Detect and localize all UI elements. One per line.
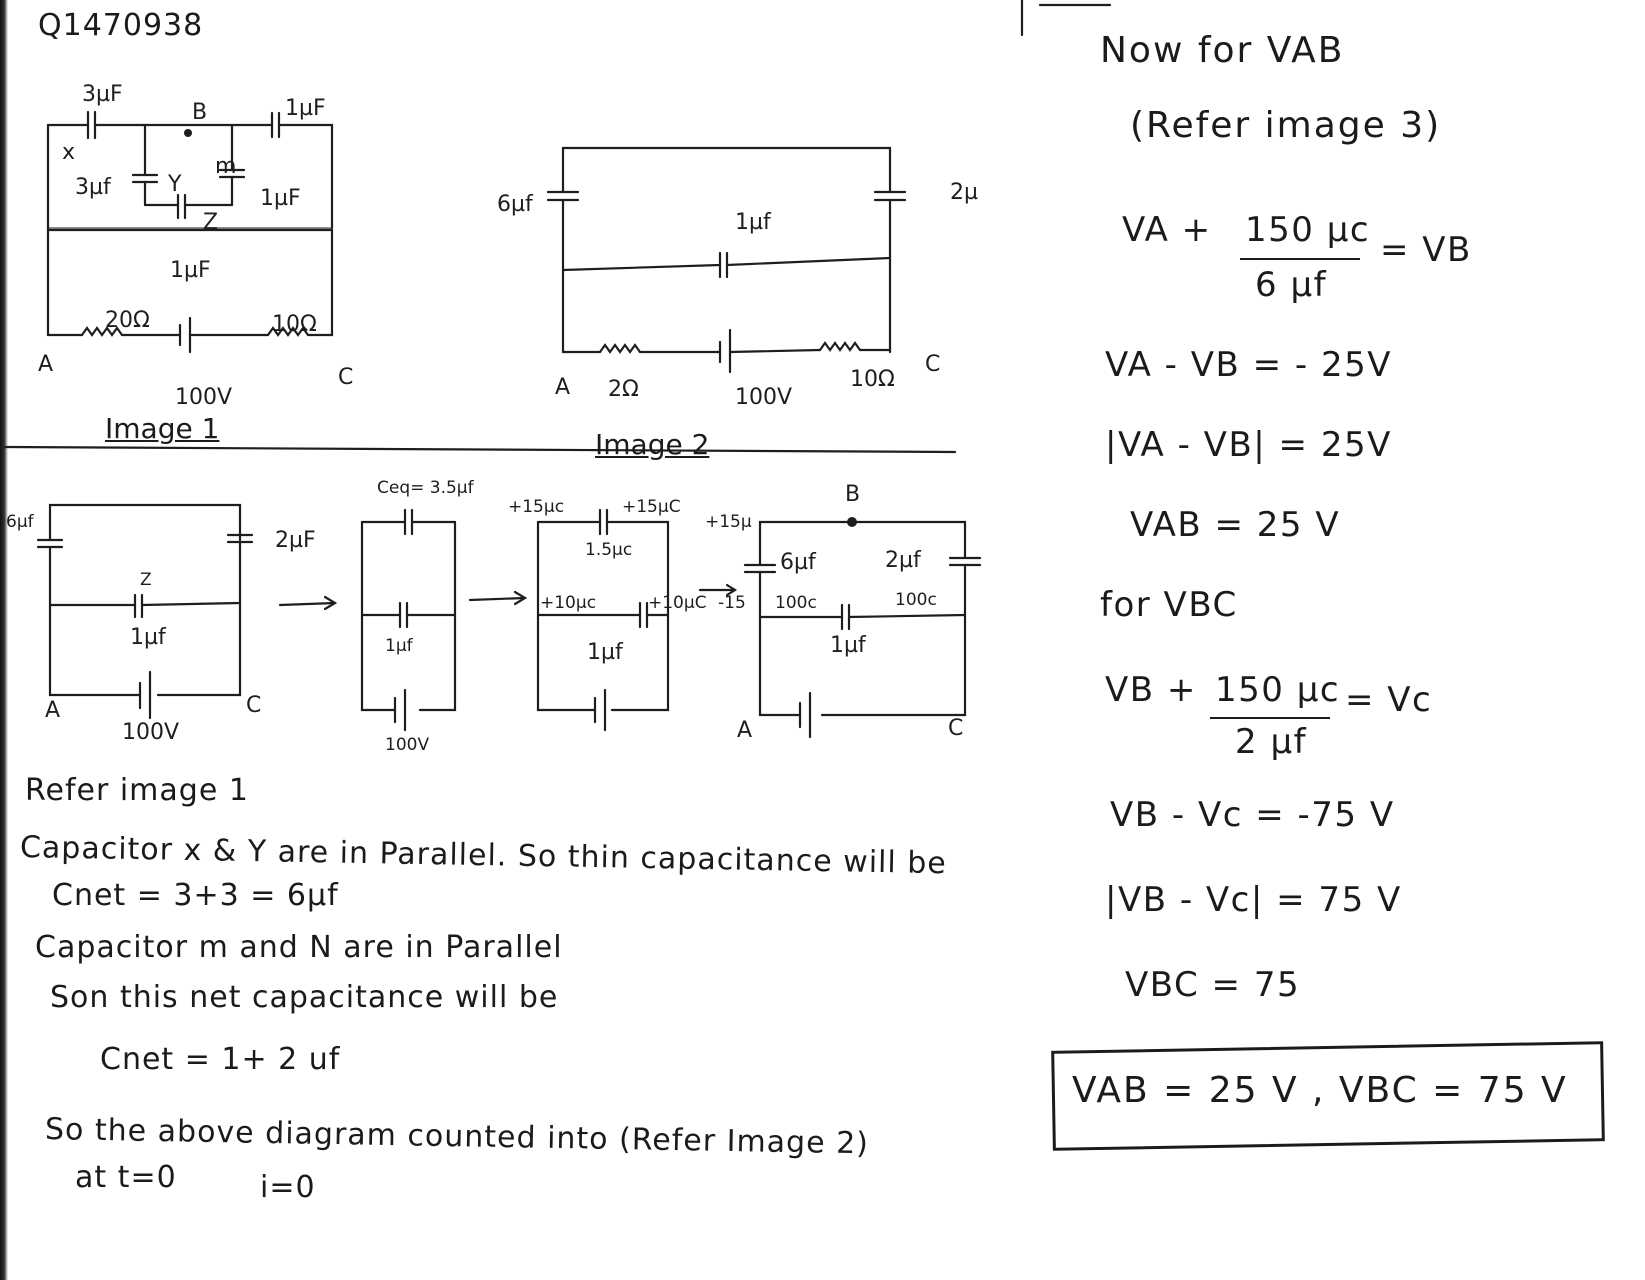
img1-z-cap-label: 1µF [170, 258, 211, 283]
eq1-denominator: 6 µf [1255, 265, 1328, 305]
red-battery2: 100V [385, 735, 430, 755]
red-q-right-bot: +10µC [648, 593, 707, 613]
eq1-right: = VB [1380, 230, 1472, 270]
image1-circuit [46, 110, 334, 354]
eq5-left: VB + [1105, 670, 1197, 710]
right-heading-vbc: for VBC [1100, 585, 1238, 625]
img1-battery-label: 100V [175, 385, 233, 410]
img1-m-label: m [215, 154, 237, 179]
img1-caption: Image 1 [105, 412, 220, 445]
eq5-numerator: 150 µc [1215, 670, 1341, 710]
red-onefive: 1.5µc [585, 540, 633, 560]
right-refer-image3: (Refer image 3) [1130, 105, 1442, 146]
img1-node-a: A [38, 352, 54, 377]
explanation-line-5: Son this net capacitance will be [50, 980, 559, 1015]
img1-r1-label: 20Ω [105, 308, 150, 333]
final-answer: VAB = 25 V , VBC = 75 V [1072, 1070, 1568, 1111]
red-two-uf: 2µF [275, 528, 316, 553]
img2-battery-label: 100V [735, 385, 793, 410]
red-one-uf-b: 1µf [587, 640, 623, 665]
eq5-denominator: 2 µf [1235, 722, 1308, 762]
img1-x-label: x [62, 140, 76, 165]
image2-circuit [546, 146, 907, 374]
red-ceq: Ceq= 3.5µf [377, 478, 474, 498]
img2-left-cap-label: 6µf [497, 192, 533, 217]
red-q100-left: 100c [775, 593, 817, 613]
red-q15-far: +15µ [705, 512, 752, 532]
page-edge-shadow [0, 0, 8, 1280]
red-one-uf: 1µf [130, 625, 166, 650]
red-battery: 100V [122, 720, 180, 745]
eq5-fraction-bar [1210, 717, 1330, 719]
right-heading-vab: Now for VAB [1100, 30, 1345, 71]
eq8: VBC = 75 [1125, 965, 1301, 1005]
img2-right-cap-label: 2µ [950, 180, 978, 205]
img1-z-label: Z [203, 210, 219, 235]
red-q-left-bot: +10µc [540, 593, 597, 613]
img2-mid-cap-label: 1µf [735, 210, 771, 235]
eq4: VAB = 25 V [1130, 505, 1341, 545]
eq1-fraction-bar [1240, 258, 1360, 260]
red-node-c: C [246, 693, 262, 718]
red-six-uf-b: 6µf [780, 550, 816, 575]
eq5-right: = Vc [1345, 680, 1433, 720]
img1-node-c: C [338, 365, 354, 390]
eq2: VA - VB = - 25V [1105, 345, 1393, 385]
img2-r2-label: 10Ω [850, 367, 895, 392]
red-node-c-b: C [948, 716, 964, 741]
red-node-a: A [45, 698, 61, 723]
explanation-line-3: Cnet = 3+3 = 6µf [52, 878, 339, 913]
red-six-uf: 6µf [6, 512, 34, 532]
eq1-numerator: 150 µc [1245, 210, 1371, 250]
img2-node-c: C [925, 352, 941, 377]
img1-x-cap-label: 3µF [82, 82, 123, 107]
question-id: Q1470938 [38, 8, 204, 43]
img1-r2-label: 10Ω [272, 312, 317, 337]
img2-r1-label: 2Ω [608, 377, 639, 402]
img1-top-right-cap-label: 1µF [285, 96, 326, 121]
eq7: |VB - Vc| = 75 V [1105, 880, 1402, 920]
img1-y-cap-label: 3µf [75, 175, 111, 200]
img2-caption: Image 2 [595, 428, 710, 461]
red-q15-left: +15µc [508, 497, 565, 517]
red-node-a-b: A [737, 718, 753, 743]
explanation-line-6: Cnet = 1+ 2 uf [100, 1042, 341, 1077]
explanation-line-4: Capacitor m and N are in Parallel [35, 930, 563, 965]
explanation-line-1: Refer image 1 [25, 773, 249, 808]
img2-node-a: A [555, 375, 571, 400]
red-z: Z [140, 570, 152, 590]
red-two-uf-b: 2µf [885, 548, 921, 573]
eq1-left: VA + [1122, 210, 1212, 250]
red-q100-right: 100c [895, 590, 937, 610]
eq3: |VA - VB| = 25V [1105, 425, 1392, 465]
red-q15-right: +15µC [622, 497, 681, 517]
explanation-line-9: i=0 [260, 1170, 316, 1205]
explanation-line-8: at t=0 [75, 1160, 177, 1195]
red-node-b: B [845, 482, 861, 507]
img1-y-label: Y [168, 172, 182, 197]
img1-node-b: B [192, 100, 208, 125]
red-one-uf-c: 1µf [830, 633, 866, 658]
red-luf: 1µf [385, 636, 413, 656]
reduction-circuits [36, 503, 982, 739]
img1-m-cap-label: 1µF [260, 186, 301, 211]
red-neg15: -15 [718, 593, 746, 613]
eq6: VB - Vc = -75 V [1110, 795, 1395, 835]
